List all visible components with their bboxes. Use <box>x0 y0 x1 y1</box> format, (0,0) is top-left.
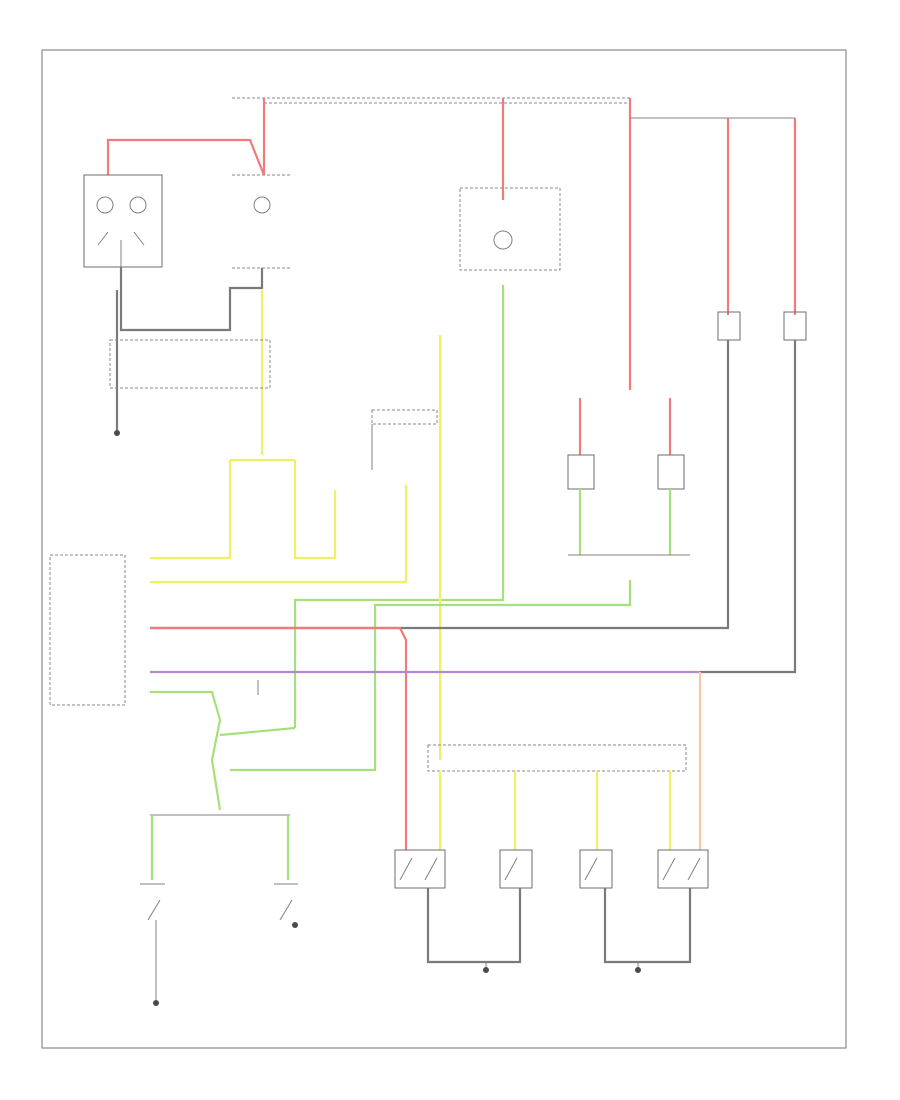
body-control-module <box>49 554 126 706</box>
green-wire-overhead-console <box>293 285 505 728</box>
green-wire-module-bottom <box>150 690 222 811</box>
red-wire-module-to-switch <box>150 626 408 850</box>
gray-wire-right-vanity-return <box>700 340 797 674</box>
left-door-switch-rear <box>499 849 533 889</box>
yellow-wire-to-module-2 <box>293 460 337 560</box>
lamp-bulb-icon <box>96 196 147 214</box>
right-door-switch-rear <box>579 849 613 889</box>
ground-icon <box>114 430 120 436</box>
left-vanity-lamp <box>717 311 741 341</box>
left-door-switch-front <box>394 849 446 889</box>
dome-lamp <box>232 174 292 269</box>
ground-icon <box>153 1000 159 1006</box>
yellow-wire-to-module-1 <box>150 460 232 560</box>
right-door-switch-front <box>657 849 709 889</box>
door-switch-connector-bar <box>427 744 687 772</box>
gray-wire-map-lamp-to-module <box>119 267 264 332</box>
right-courtesy-lamp <box>657 454 685 490</box>
switch-icon <box>140 883 298 921</box>
diagram-frame <box>41 49 847 1049</box>
left-courtesy-lamp <box>567 454 595 490</box>
yellow-wire-to-module-4 <box>150 485 408 584</box>
overhead-console-box <box>459 187 561 271</box>
ground-icon <box>483 967 489 973</box>
red-wire-map-lamp-feed <box>106 138 266 176</box>
switch-icon <box>97 231 145 267</box>
connector-block-top <box>371 409 438 425</box>
green-wire-courtesy-return <box>230 580 632 772</box>
right-vanity-lamp <box>783 311 807 341</box>
ground-icon <box>292 922 298 928</box>
module-left-box <box>109 339 271 389</box>
lamp-bulb-icon <box>493 230 513 250</box>
ground-icon <box>635 967 641 973</box>
gray-wire-left-switches-ground <box>426 888 522 964</box>
map-lamp-housing <box>83 174 163 268</box>
gray-wire-right-switches-ground <box>603 888 692 964</box>
green-wire-to-console <box>219 726 296 737</box>
